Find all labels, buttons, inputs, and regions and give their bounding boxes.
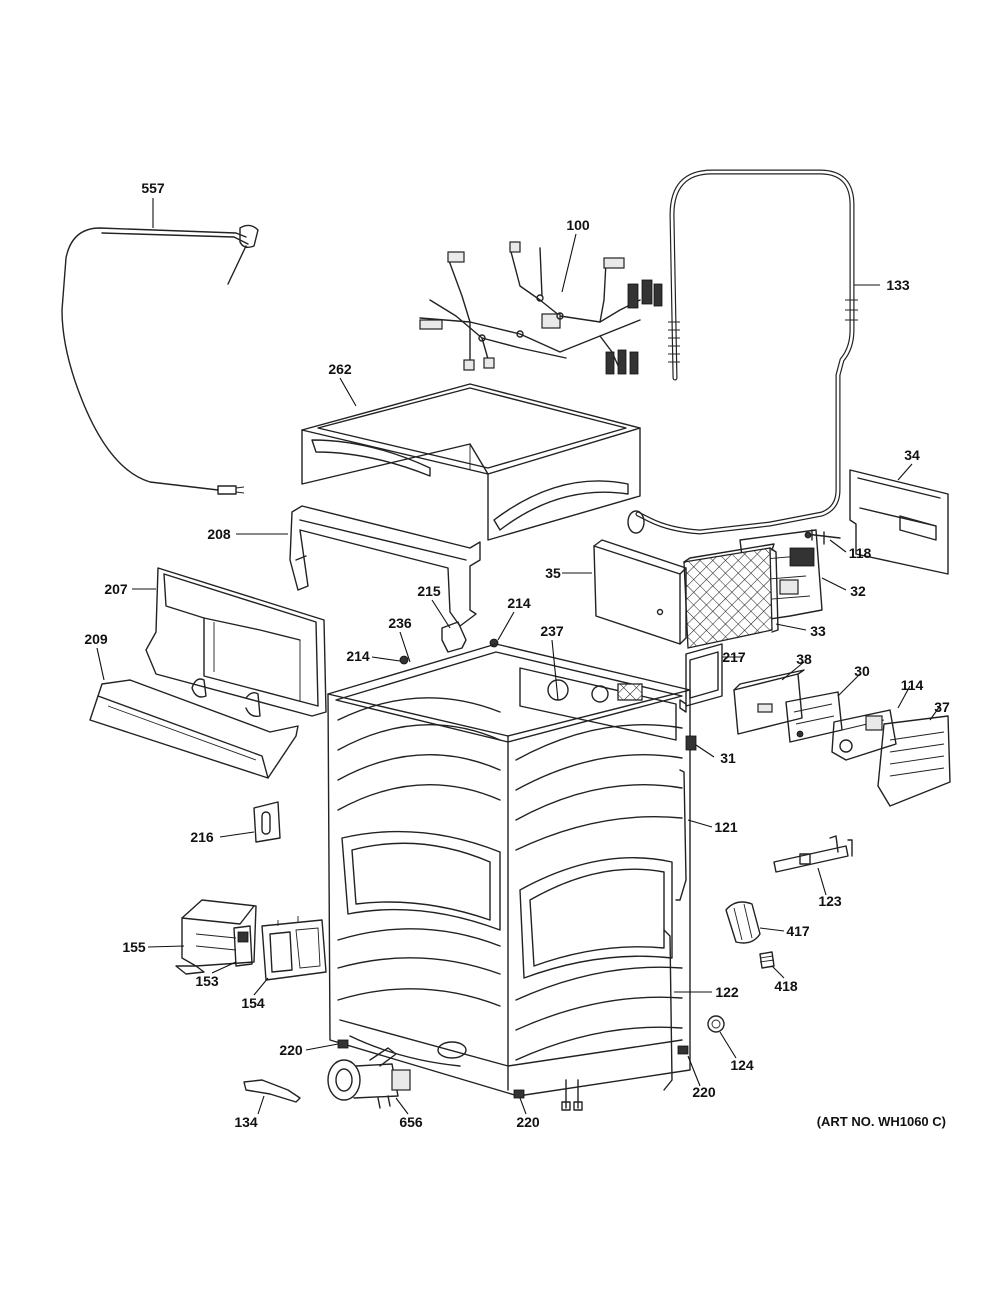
wire-channel-upper-part[interactable]: [675, 769, 687, 901]
callout-34: 34: [904, 447, 920, 463]
wire-harness-part[interactable]: [419, 241, 663, 375]
callout-214-top: 214: [507, 595, 531, 611]
power-cord-part[interactable]: [61, 224, 259, 495]
callout-236: 236: [388, 615, 412, 631]
heater-housing-part[interactable]: [175, 899, 257, 975]
pump-filter-part[interactable]: [725, 901, 761, 944]
callout-262: 262: [328, 361, 352, 377]
callout-153: 153: [195, 973, 219, 989]
hose-bracket-part[interactable]: [773, 835, 853, 873]
front-panel-part[interactable]: [145, 567, 327, 718]
callout-30: 30: [854, 663, 870, 679]
callout-37: 37: [934, 699, 950, 715]
callout-labels: 557 100 133 262 34 118 208 35 32 207 215…: [84, 180, 950, 1130]
hose-clip-part[interactable]: [243, 1079, 301, 1103]
callout-123: 123: [818, 893, 842, 909]
callout-155: 155: [122, 939, 146, 955]
callout-417: 417: [786, 923, 810, 939]
callout-33: 33: [810, 623, 826, 639]
cabinet-part[interactable]: [327, 643, 691, 1111]
control-bracket-part[interactable]: [679, 643, 723, 713]
callout-134: 134: [234, 1114, 258, 1130]
callout-220-right: 220: [692, 1084, 716, 1100]
sensor-part[interactable]: [804, 529, 841, 545]
upper-front-frame-part[interactable]: [289, 505, 481, 627]
callout-214-left: 214: [346, 648, 370, 664]
top-panel-part[interactable]: [301, 383, 641, 541]
clip-part-left[interactable]: [399, 655, 409, 665]
callout-418: 418: [774, 978, 798, 994]
callout-237: 237: [540, 623, 564, 639]
drain-hose-part[interactable]: [627, 169, 858, 535]
callout-133: 133: [886, 277, 910, 293]
callout-217: 217: [722, 649, 746, 665]
leader-lines: [96, 198, 941, 1115]
board-cover-part[interactable]: [683, 543, 779, 649]
hinge-bracket-part[interactable]: [441, 621, 467, 653]
callout-31: 31: [720, 750, 736, 766]
drain-pump-part[interactable]: [327, 1047, 411, 1109]
ui-housing-part[interactable]: [733, 669, 805, 735]
callout-208: 208: [207, 526, 231, 542]
callout-216: 216: [190, 829, 214, 845]
callout-215: 215: [417, 583, 441, 599]
callout-154: 154: [241, 995, 265, 1011]
callout-207: 207: [104, 581, 128, 597]
art-number: (ART NO. WH1060 C): [817, 1114, 946, 1129]
callout-35: 35: [545, 565, 561, 581]
board-bracket-part[interactable]: [593, 539, 687, 645]
callout-114: 114: [901, 677, 924, 693]
wire-channel-lower-part[interactable]: [663, 929, 673, 1091]
plug-part[interactable]: [707, 1015, 725, 1033]
callout-124: 124: [730, 1057, 754, 1073]
lower-front-rail-part[interactable]: [89, 679, 299, 779]
callout-220-bottom: 220: [516, 1114, 540, 1130]
dispenser-drawer-part[interactable]: [877, 715, 951, 807]
selector-assembly-part[interactable]: [831, 709, 897, 761]
callout-38: 38: [796, 651, 812, 667]
callout-557: 557: [141, 180, 165, 196]
rear-cover-part[interactable]: [849, 469, 949, 575]
callout-100: 100: [566, 217, 590, 233]
spring-part[interactable]: [759, 951, 775, 969]
callout-656: 656: [399, 1114, 423, 1130]
heater-relay-part[interactable]: [233, 925, 253, 967]
callout-32: 32: [850, 583, 866, 599]
switch-part[interactable]: [685, 735, 697, 751]
callout-209: 209: [84, 631, 108, 647]
mount-bracket-part[interactable]: [253, 801, 281, 843]
callout-121: 121: [714, 819, 738, 835]
callout-122: 122: [715, 984, 739, 1000]
callout-118: 118: [849, 545, 872, 561]
heater-element-part[interactable]: [261, 916, 327, 981]
callout-220-left: 220: [279, 1042, 303, 1058]
